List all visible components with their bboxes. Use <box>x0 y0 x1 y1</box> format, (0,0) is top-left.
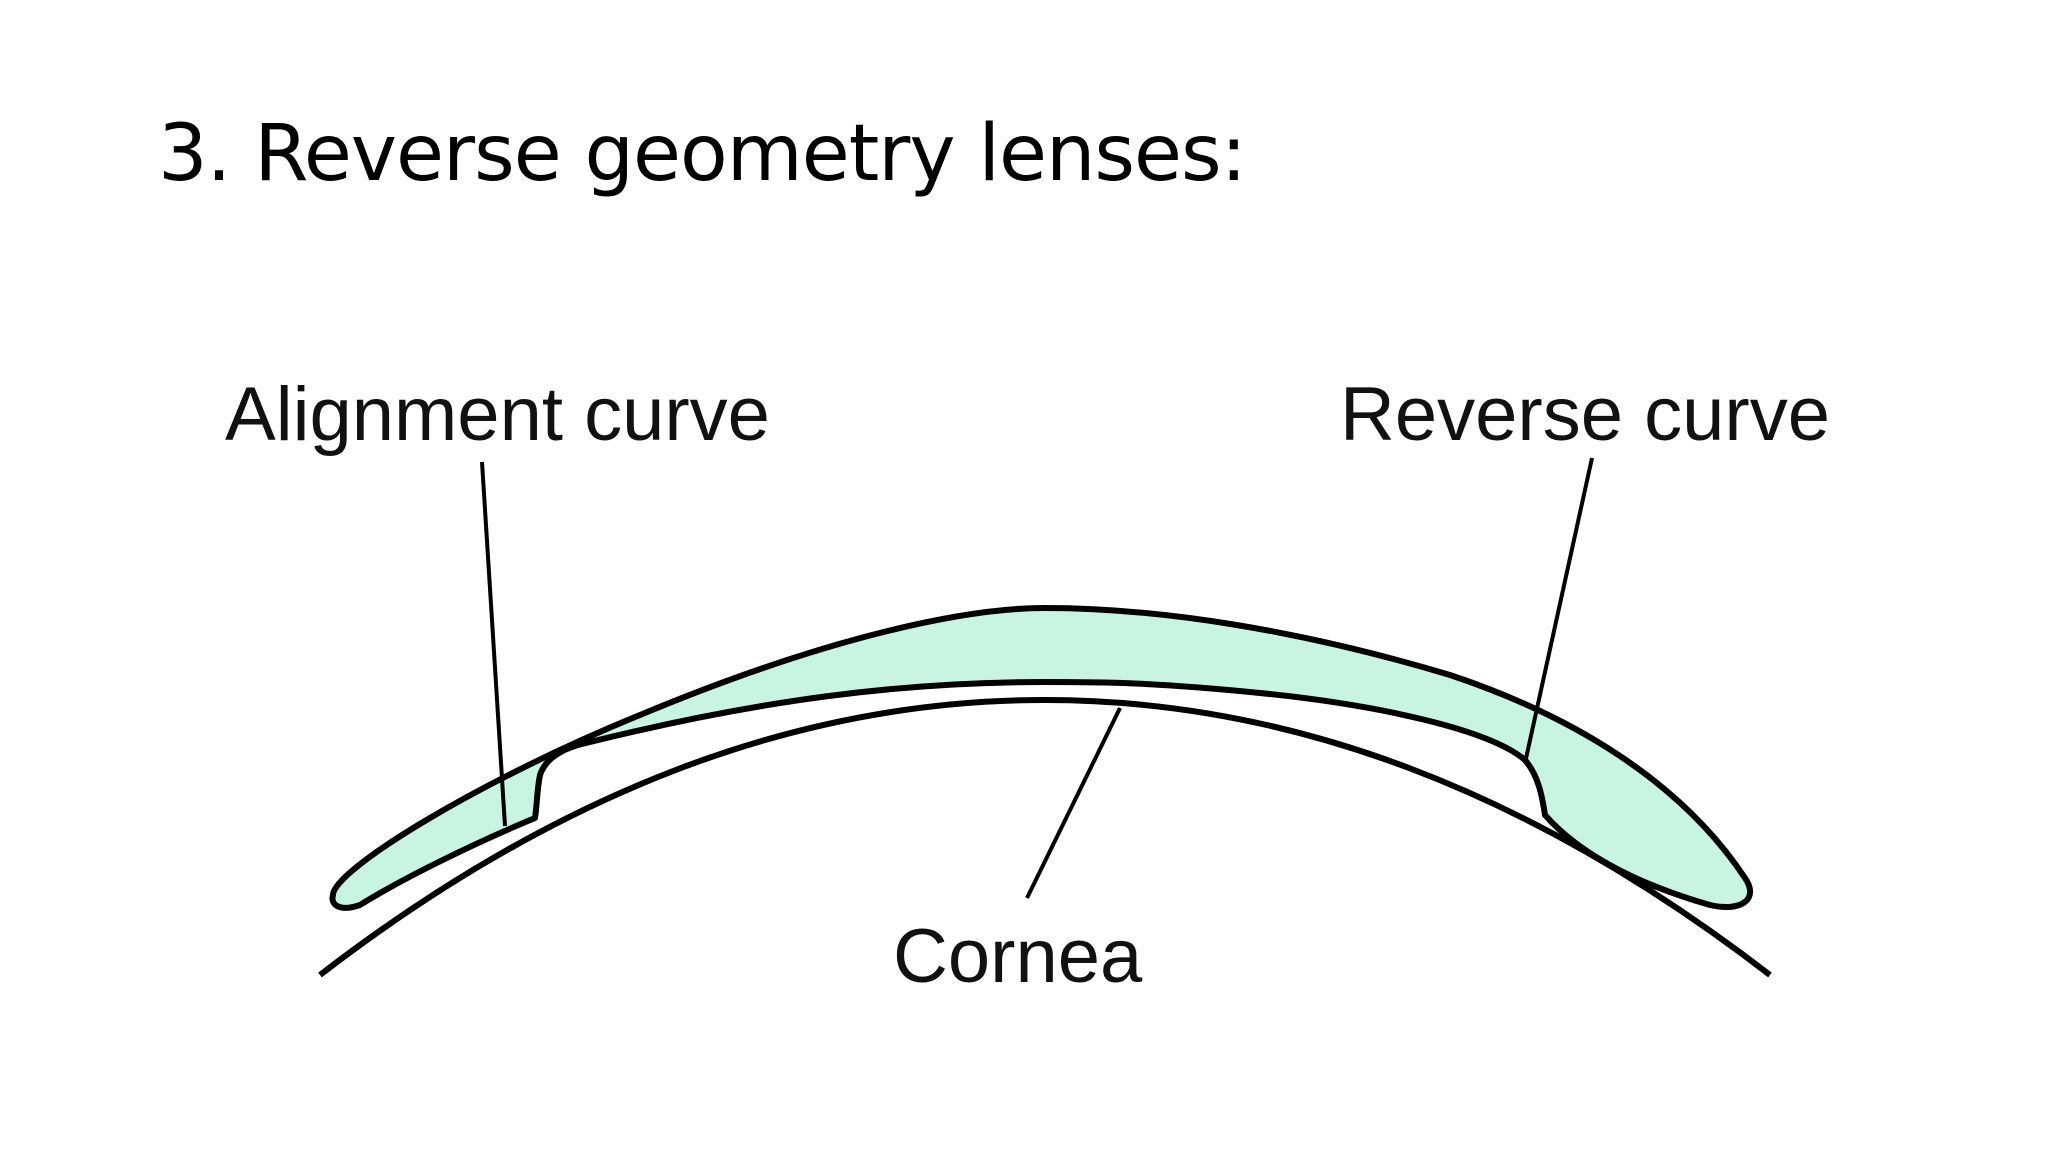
cornea-leader <box>1025 707 1122 899</box>
alignment-curve-label: Alignment curve <box>225 372 770 457</box>
cornea-curve <box>318 696 1772 978</box>
alignment-curve-leader <box>480 461 507 827</box>
slide-title: 3. Reverse geometry lenses: <box>158 109 1247 199</box>
reverse-curve-label: Reverse curve <box>1340 372 1830 457</box>
cornea-label: Cornea <box>893 914 1143 999</box>
lens-shape <box>329 605 1754 911</box>
reverse-curve-leader <box>1523 457 1594 764</box>
